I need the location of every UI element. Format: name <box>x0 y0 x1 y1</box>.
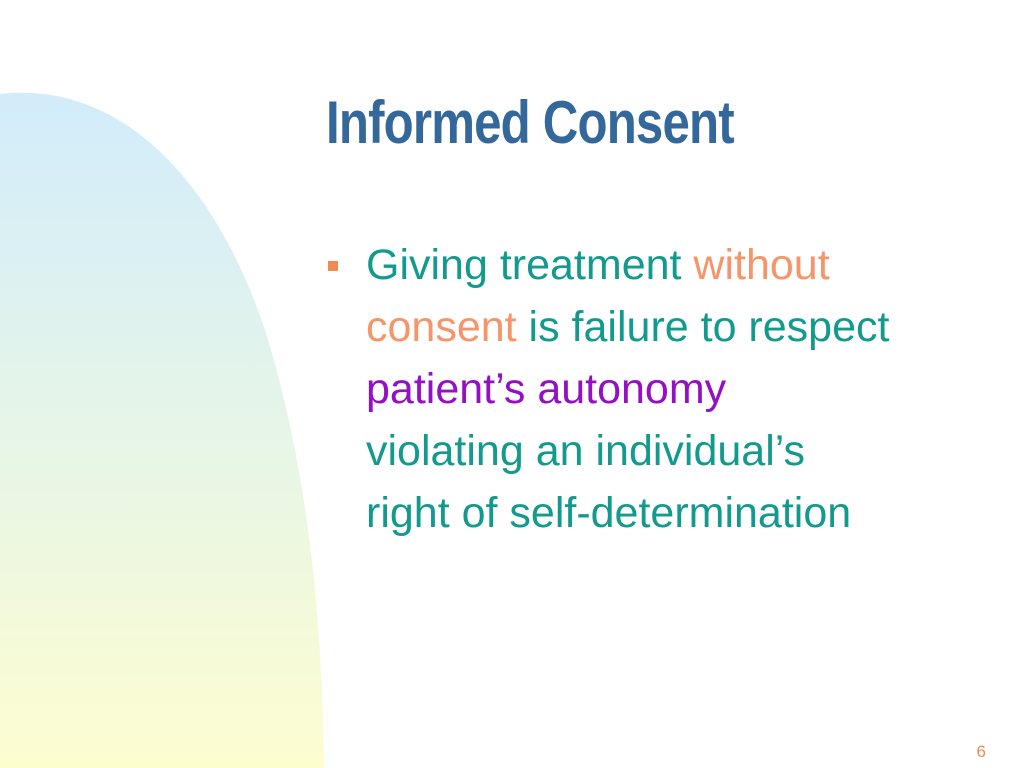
bullet-text-emphasis-autonomy: patient’s autonomy <box>366 365 727 413</box>
bullet-text-normal: violating an individual’s <box>366 427 806 475</box>
bullet-text-normal: Giving treatment <box>366 241 694 289</box>
bullet-text-emphasis-consent: consent <box>366 303 517 351</box>
square-bullet-icon <box>328 261 338 271</box>
bullet-item: Giving treatment without consent is fail… <box>328 234 1008 544</box>
bullet-line-1: Giving treatment without <box>366 234 1008 296</box>
bullet-line-2: consent is failure to respect <box>366 296 1008 358</box>
page-number: 6 <box>976 742 986 761</box>
bullet-text-normal: right of self-determination <box>366 489 852 537</box>
bullet-text-emphasis-without: without <box>693 241 830 289</box>
decorative-arc-fill <box>0 92 324 768</box>
bullet-list: Giving treatment without consent is fail… <box>328 234 1008 544</box>
bullet-text-normal: is failure to respect <box>516 303 890 351</box>
slide-title: Informed Consent <box>326 89 735 156</box>
